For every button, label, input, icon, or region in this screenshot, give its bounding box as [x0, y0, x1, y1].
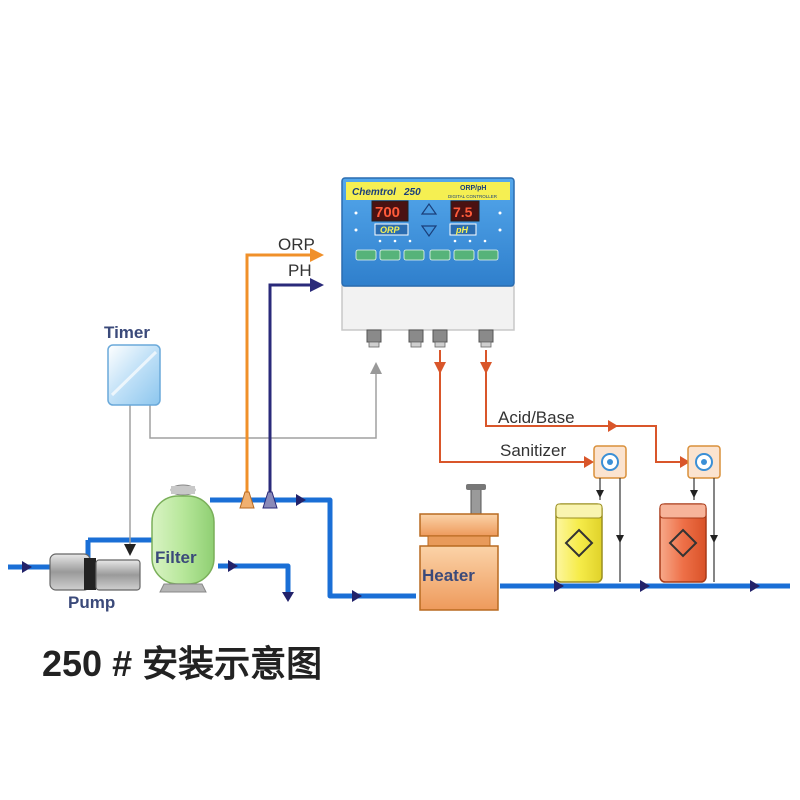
heater — [419, 484, 499, 611]
orp-display-label: ORP — [380, 225, 401, 235]
controller-model: 250 — [403, 187, 421, 198]
dosing-arrows — [596, 490, 718, 543]
ph-signal-label: PH — [288, 261, 312, 280]
sanitizer-feed-line — [439, 350, 590, 463]
acid-metering-pump — [687, 445, 721, 479]
heater-label: Heater — [422, 566, 475, 585]
ph-arrow — [310, 278, 324, 292]
orp-probe — [239, 491, 255, 509]
sanitizer-tank — [555, 503, 603, 583]
orp-signal-label: ORP — [278, 235, 315, 254]
filter-label: Filter — [155, 548, 197, 567]
orp-signal-line — [245, 253, 312, 492]
pump-label: Pump — [68, 593, 115, 612]
diagram-caption: 250 # 安装示意图 — [42, 643, 322, 684]
acid-base-label: Acid/Base — [498, 408, 575, 427]
sanitizer-label: Sanitizer — [500, 441, 566, 460]
ph-signal-line — [268, 283, 312, 492]
controller-subtitle: ORP/pH — [460, 185, 486, 192]
ph-probe — [262, 491, 278, 509]
pump — [49, 553, 141, 591]
controller — [341, 177, 515, 348]
acid-feed-line — [485, 350, 686, 463]
feed-arrows — [434, 362, 690, 468]
controller-brand: Chemtrol — [352, 187, 396, 198]
control-lines — [129, 372, 377, 545]
control-arrow — [370, 362, 382, 374]
timer-label: Timer — [104, 323, 150, 342]
flow-arrows — [22, 494, 760, 602]
orp-display-value: 700 — [375, 204, 400, 221]
sanitizer-metering-pump — [593, 445, 627, 479]
controller-subtitle-2: DIGITAL CONTROLLER — [448, 194, 498, 199]
filter — [151, 484, 215, 593]
timer-arrow — [124, 544, 136, 556]
ph-display-value: 7.5 — [453, 204, 473, 220]
ph-display-label: pH — [455, 225, 468, 235]
acid-tank — [659, 503, 707, 583]
orp-arrow — [310, 248, 324, 262]
timer — [107, 344, 161, 406]
